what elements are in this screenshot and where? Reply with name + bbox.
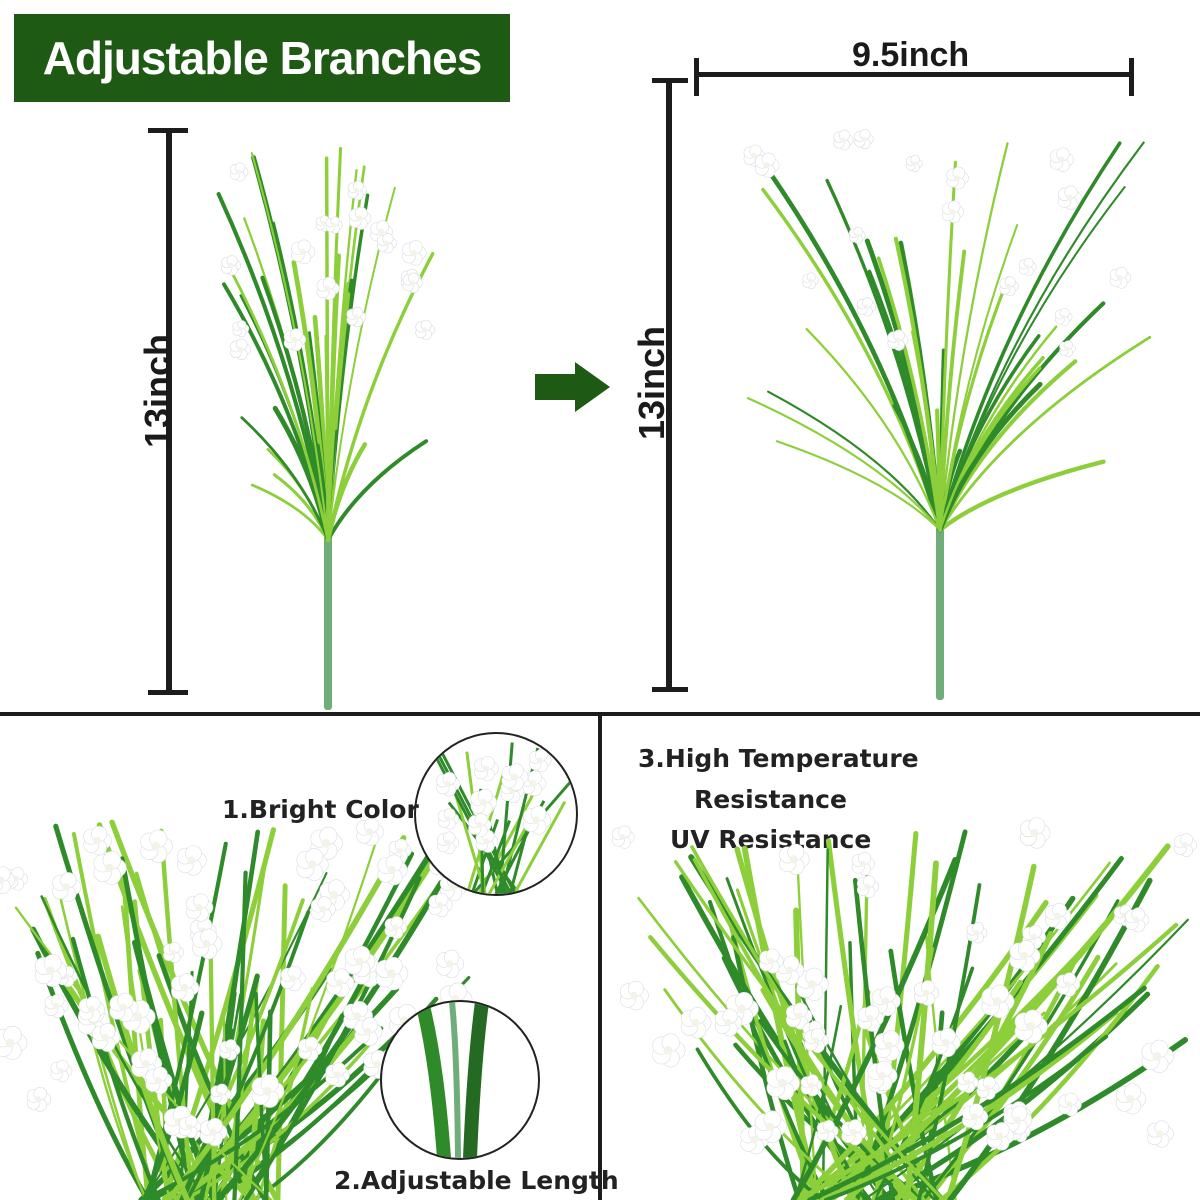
left-height-dimension (166, 130, 172, 695)
heat-resistance-label-1: 3.High Temperature (638, 744, 919, 773)
right-dimension-cap-bottom (652, 687, 688, 692)
uv-resistance-label: UV Resistance (670, 825, 872, 854)
stem-closeup-image (415, 1002, 489, 1158)
left-height-label: 13inch (137, 333, 178, 449)
left-dimension-cap-top (148, 128, 188, 133)
vertical-divider (598, 712, 602, 1200)
page-title: Adjustable Branches (42, 32, 483, 84)
width-dimension (696, 72, 1132, 77)
width-dimension-cap-right (1129, 58, 1134, 96)
right-dimension-cap-top (652, 78, 688, 83)
width-dimension-cap-left (694, 58, 699, 96)
left-dimension-cap-bottom (148, 690, 188, 695)
bouquet-image-bright (0, 817, 473, 1200)
flower-closeup-image (429, 742, 575, 894)
plant-image-compact (216, 146, 435, 710)
arrow-right-icon (535, 362, 610, 412)
bouquet-image-sunlit (612, 817, 1197, 1200)
title-banner: Adjustable Branches (14, 14, 510, 102)
right-height-label: 13inch (631, 325, 672, 441)
heat-resistance-label-2: Resistance (694, 785, 847, 814)
bright-color-closeup (414, 732, 578, 896)
width-label: 9.5inch (852, 36, 970, 74)
right-height-dimension (666, 80, 672, 690)
adjustable-length-label: 2.Adjustable Length (334, 1166, 619, 1195)
plant-image-spread (743, 129, 1152, 700)
adjustable-length-closeup (380, 1000, 540, 1160)
bright-color-label: 1.Bright Color (222, 795, 419, 824)
